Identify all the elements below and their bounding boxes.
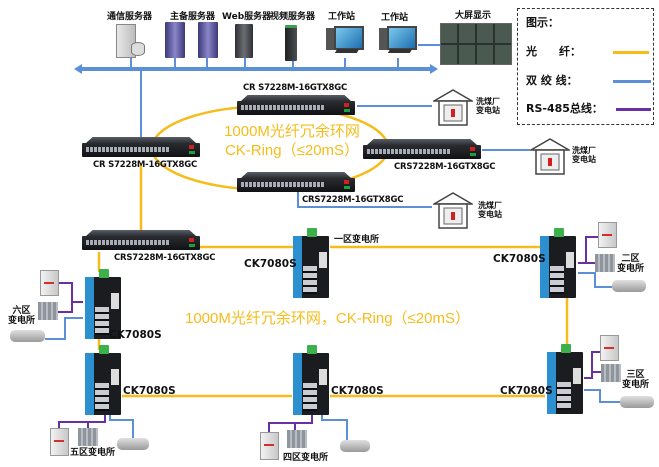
transformer-icon [78,428,98,446]
node-2-substation: 二区变电所 [617,254,645,275]
station-3-label: 洗煤厂变电站 [478,201,502,220]
camera-icon [620,396,654,408]
camera-icon [10,330,45,342]
node-3-model: CK7080S [500,385,553,397]
core-switch-left [82,137,200,159]
device-label-video-wall: 大屏显示 [455,11,492,21]
node-4-model: CK7080S [331,385,384,397]
legend-swatch-twisted-pair [613,80,651,83]
comm-server-icon [114,24,145,58]
node-2-model: CK7080S [493,253,546,265]
core-switch-right [363,139,481,161]
backbone-bus [74,44,440,138]
core-switch-top-model: CR S7228M-16GTX8GC [243,83,348,93]
access-ring-fiber [97,245,569,398]
device-label-standby-server: 主备服务器 [170,12,216,22]
node-6-substation: 六区变电所 [8,306,36,327]
video-wall-icon [440,23,512,65]
device-label-video-server: 视频服务器 [270,12,316,22]
transformer-icon [595,254,615,272]
device-label-workstation-2: 工作站 [381,13,409,23]
camera-icon [117,438,149,450]
workstation-icon [379,24,417,56]
core-ring-title: 1000M光纤冗余环网 CK-Ring（≤20mS） [212,123,372,161]
node-1-substation: 一区变电所 [334,235,380,245]
inverter-icon [50,428,69,456]
standby-server-icon [165,22,185,58]
bus-arrow-right [430,64,438,74]
node-3-substation: 三区变电所 [622,370,650,391]
station-link-3 [297,190,432,208]
bus-arrow-left [74,64,82,74]
access-ring-title: 1000M光纤冗余环网，CK-Ring（≤20mS） [185,310,470,327]
inverter-icon [600,335,619,361]
substation-house-icon [433,89,473,126]
device-label-workstation-1: 工作站 [328,12,356,22]
node-6-model: CK7080S [109,329,162,341]
web-server-icon [235,24,253,58]
transformer-icon [38,302,58,320]
legend-label-fiber: 光 纤： [526,45,581,58]
station-1-label: 洗煤厂变电站 [476,97,500,116]
device-label-comm-server: 通信服务器 [107,12,153,22]
inverter-icon [598,222,617,248]
inverter-icon [260,432,279,460]
standby-server-icon [198,22,218,58]
legend-swatch-rs485 [616,108,651,111]
node-5-substation: 五区变电所 [70,448,116,458]
core-ring-title-line1: 1000M光纤冗余环网 [224,123,360,140]
core-ring-title-line2: CK-Ring（≤20mS） [224,141,360,159]
aggregation-switch-model: CRS7228M-16GTX8GC [114,253,216,263]
core-switch-bottom-model: CRS7228M-16GTX8GC [302,195,404,205]
ck7080s-node-1 [293,228,329,298]
substation-house-icon [433,192,473,229]
ck7080s-node-6 [85,269,121,339]
node-4-substation: 四区变电所 [283,453,329,463]
substation-house-icon [530,138,570,175]
legend-label-twisted-pair: 双 绞 线： [526,74,578,87]
legend-label-rs485: RS-485总线： [526,102,603,115]
aggregation-switch [82,230,200,252]
video-server-icon [285,25,297,61]
core-switch-bottom [237,172,355,194]
ck7080s-node-2 [540,228,576,298]
ck7080s-node-5 [85,345,121,415]
device-label-web-server: Web服务器 [222,12,272,22]
node-5-model: CK7080S [123,385,176,397]
camera-icon [612,280,646,292]
ck7080s-node-3 [547,344,583,414]
core-switch-left-model: CR S7228M-16GTX8GC [93,160,198,170]
ck7080s-node-4 [293,345,329,415]
station-2-label: 洗煤厂变电站 [572,146,596,165]
workstation-icon [326,24,364,56]
core-switch-right-model: CRS7228M-16GTX8GC [394,162,496,172]
legend-swatch-fiber [613,51,649,54]
core-switch-top [237,95,355,117]
field-links [45,236,620,440]
node-1-model: CK7080S [244,258,297,270]
transformer-icon [287,430,307,448]
transformer-icon [601,364,621,382]
legend-title: 图示： [526,16,559,29]
inverter-icon [40,270,59,296]
camera-icon [340,440,370,452]
legend: 图示： 光 纤： 双 绞 线： RS-485总线： [517,8,654,125]
